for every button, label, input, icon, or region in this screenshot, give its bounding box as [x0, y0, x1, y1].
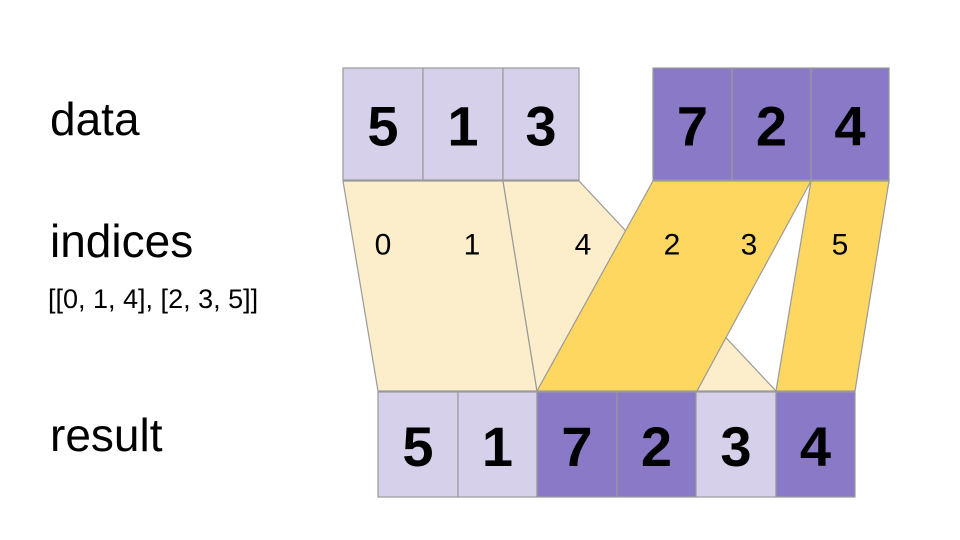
data-cell [422, 67, 504, 181]
data-cell [731, 67, 812, 181]
result-cell [695, 391, 777, 498]
ribbon-indices-5 [775, 180, 890, 392]
result-cell-value: 1 [482, 415, 513, 478]
index-label: 4 [575, 229, 592, 262]
result-cell-value: 5 [402, 415, 433, 478]
result-cell [377, 391, 459, 498]
index-label: 1 [464, 229, 481, 262]
result-cell [536, 391, 618, 498]
ribbon-layer [342, 180, 890, 392]
data-cell-value: 5 [367, 95, 398, 158]
data-cell [652, 67, 733, 181]
data-cell [502, 67, 580, 181]
data-cell-value: 4 [834, 95, 865, 158]
result-cell-value: 3 [720, 415, 751, 478]
index-label: 5 [832, 229, 849, 262]
row-label-indices: indices [50, 215, 194, 267]
index-label: 3 [741, 229, 758, 262]
data-cell [810, 67, 890, 181]
indices-value-text: [[0, 1, 4], [2, 3, 5]] [48, 284, 259, 314]
row-label-data: data [50, 93, 140, 145]
row-label-result: result [50, 409, 163, 461]
data-cell-value: 1 [447, 95, 478, 158]
index-label: 0 [375, 229, 392, 262]
result-cell [775, 391, 856, 498]
ribbon-indices-2-3 [535, 180, 813, 392]
index-label: 2 [664, 229, 681, 262]
result-cell-value: 7 [561, 415, 592, 478]
indices-label-row: 0 1 4 2 3 5 [375, 229, 849, 262]
data-cell-value: 2 [756, 95, 787, 158]
result-cell-value: 2 [641, 415, 672, 478]
data-cell [342, 67, 424, 181]
data-cell-value: 7 [677, 95, 708, 158]
result-cell [616, 391, 697, 498]
result-cell-value: 4 [800, 415, 831, 478]
data-cell-value: 3 [525, 95, 556, 158]
result-cell [457, 391, 538, 498]
